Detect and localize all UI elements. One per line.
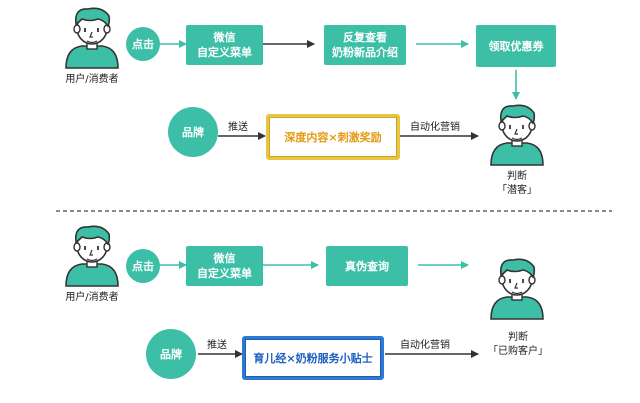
deep-content-reward-box: 深度内容×刺激奖励 [266,114,400,160]
click-circle-top: 点击 [126,27,160,61]
recheck-new-product-box: 反复查看 奶粉新品介绍 [324,25,406,65]
judge-label-bottom: 判断 「已购客户」 [488,332,548,357]
brand-circle-top: 品牌 [168,107,218,157]
auto-marketing-label-top: 自动化营销 [410,122,460,133]
judge-person-icon-top [490,104,544,166]
user-person-icon-bottom [65,225,119,287]
push-label-bottom: 推送 [207,340,227,351]
wechat-menu-box-bottom: 微信 自定义菜单 [186,246,263,286]
auto-marketing-label-bottom: 自动化营销 [400,340,450,351]
click-circle-bottom: 点击 [126,249,160,283]
user-label-bottom: 用户/消费者 [65,292,119,303]
judge-person-icon-bottom [490,258,544,320]
get-coupon-box: 领取优惠券 [476,25,556,67]
wechat-menu-box-top: 微信 自定义菜单 [186,25,263,65]
parenting-tips-box: 育儿经×奶粉服务小贴士 [242,336,384,380]
user-person-icon-top [65,7,119,69]
push-label-top: 推送 [228,122,248,133]
judge-label-top: 判断 「潜客」 [497,171,537,196]
brand-circle-bottom: 品牌 [146,329,196,379]
user-label-top: 用户/消费者 [65,74,119,85]
authenticity-query-box: 真伪查询 [326,246,408,286]
